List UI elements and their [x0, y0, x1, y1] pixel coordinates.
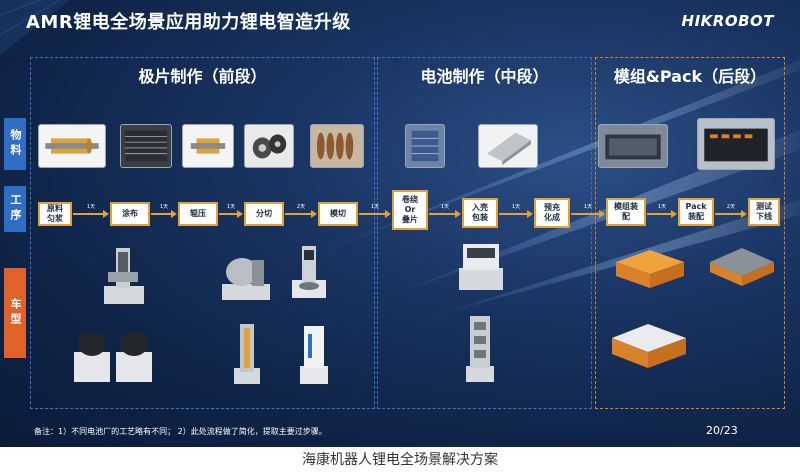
amr-robot-tower-lifter [466, 316, 494, 382]
step-pack-assembly: Pack 装配 [678, 198, 714, 226]
material-image-coated-sheet [120, 124, 172, 168]
flow-arrow: 1天 [151, 204, 177, 218]
row-label-process: 工序 [4, 186, 26, 232]
amr-robot-cell-carrier [459, 244, 503, 290]
material-image-battery-pack [697, 118, 775, 170]
cell-can-icon [487, 132, 531, 166]
flow-arrow: 1天 [571, 204, 605, 218]
section-front-title: 极片制作（前段） [138, 67, 267, 86]
section-back-title: 模组&Pack（后段） [613, 67, 767, 86]
material-image-slit-rolls [244, 124, 294, 168]
material-image-pressed-roll [182, 124, 234, 168]
amr-robot-roll-carrier [222, 258, 270, 300]
amr-robot-heavy-load [612, 324, 686, 368]
material-image-cell-can [478, 124, 538, 168]
battery-pack-icon [704, 128, 768, 162]
amr-robot-dual-roll-carrier [74, 332, 152, 382]
row-label-vehicle: 车型 [4, 268, 26, 358]
step-die-cutting: 模切 [318, 202, 358, 226]
step-winding-or-stacking: 卷绕 Or 叠片 [392, 190, 428, 230]
page-number: 20/23 [706, 424, 738, 437]
die-cut-coils-icon [316, 132, 354, 160]
step-casing-packaging: 入壳 包装 [462, 198, 498, 228]
flow-arrow: 2天 [715, 204, 747, 218]
step-rolling: 辊压 [178, 202, 218, 226]
row-label-material: 物料 [4, 118, 26, 170]
flow-arrow: 2天 [285, 204, 317, 218]
flow-arrow: 1天 [647, 204, 677, 218]
section-front: 极片制作（前段） [30, 57, 375, 409]
hikrobot-logo: HIKROBOT [681, 12, 774, 30]
step-precharge-formation: 预充 化成 [534, 198, 570, 228]
module-tray-icon [605, 134, 661, 160]
material-image-module-tray [598, 124, 668, 168]
step-test-offline: 测试 下线 [748, 198, 780, 226]
flow-arrow: 1天 [429, 204, 461, 218]
step-coating: 涂布 [110, 202, 150, 226]
flow-arrow: 1天 [73, 204, 109, 218]
material-image-electrode-roll [38, 124, 106, 168]
amr-robot-slitting-lifter [292, 246, 326, 298]
electrode-roll-icon [45, 138, 99, 154]
footnote: 备注：1）不同电池厂的工艺略有不同； 2）此处流程做了简化，提取主要过步骤。 [34, 427, 327, 436]
step-slitting: 分切 [244, 202, 284, 226]
amr-robot-mast-lifter [234, 324, 260, 384]
amr-robot-roller-conveyor [710, 248, 774, 286]
cell-stack-icon [411, 130, 439, 162]
amr-robot-vertical-lifter [300, 326, 328, 384]
image-caption: 海康机器人锂电全场景解决方案 [302, 452, 498, 468]
section-middle: 电池制作（中段） [377, 57, 592, 409]
material-image-cell-stack [405, 124, 445, 168]
pressed-roll-icon [190, 138, 226, 154]
slide-title: AMR锂电全场景应用助力锂电智造升级 [26, 12, 351, 33]
flow-arrow: 1天 [219, 204, 243, 218]
amr-robot-roll-lifter [104, 248, 144, 304]
slide: AMR锂电全场景应用助力锂电智造升级 HIKROBOT 极片制作（前段） 电池制… [0, 0, 800, 447]
flow-arrow: 1天 [359, 204, 391, 218]
step-raw-material-mixing: 原料 匀浆 [38, 202, 72, 226]
flow-arrow: 1天 [499, 204, 533, 218]
section-middle-title: 电池制作（中段） [420, 67, 549, 86]
amr-robot-orange-jacking [616, 250, 684, 288]
section-back: 模组&Pack（后段） [595, 57, 785, 409]
coated-sheet-icon [125, 130, 167, 162]
step-module-assembly: 模组装 配 [606, 198, 646, 226]
material-image-die-cut-coils [310, 124, 364, 168]
slit-rolls-icon [252, 134, 287, 159]
